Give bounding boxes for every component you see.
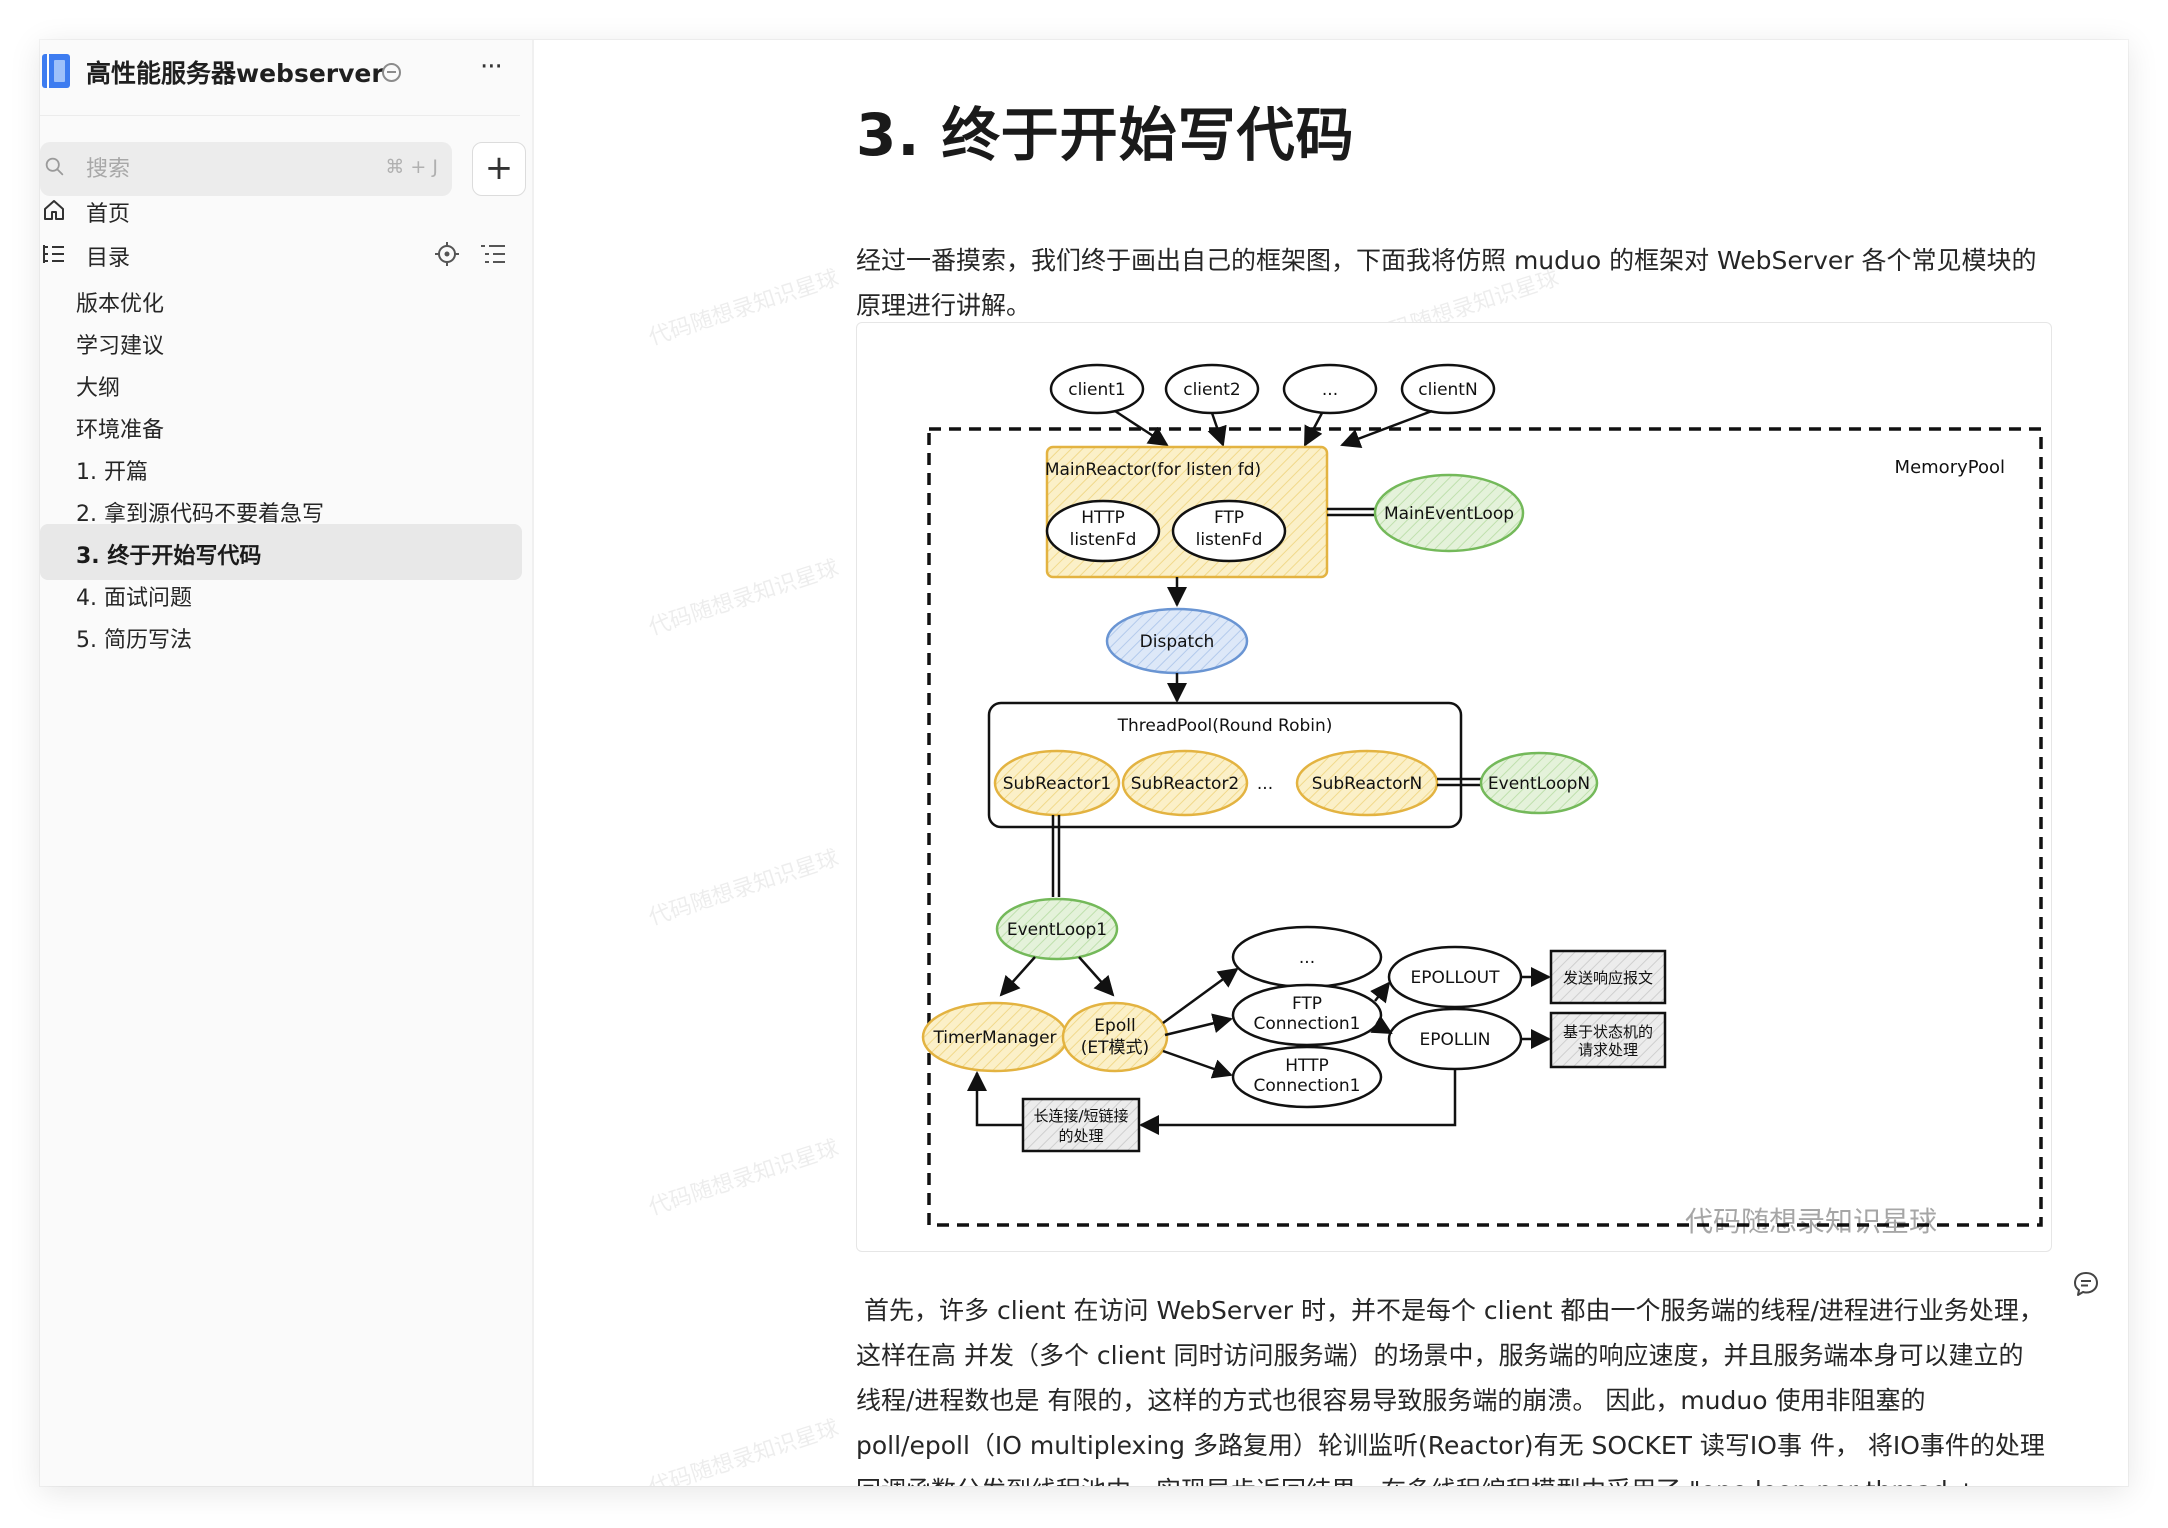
http-connection-label: Connection1 bbox=[1253, 1076, 1360, 1096]
event-loop-n-label: EventLoopN bbox=[1488, 774, 1590, 794]
sidebar-divider bbox=[532, 40, 534, 1486]
dispatch-label: Dispatch bbox=[1140, 632, 1215, 652]
toc-item-label: 环境准备 bbox=[76, 418, 165, 443]
nav-home[interactable]: 首页 bbox=[40, 182, 534, 238]
toc-item-label: 学习建议 bbox=[76, 334, 165, 359]
document-body: 代码随想录知识星球 代码随想录知识星球 代码随想录知识星球 代码随想录知识星球 … bbox=[534, 40, 2128, 1486]
search-shortcut: ⌘ + J bbox=[385, 156, 438, 178]
toc-item[interactable]: 1. 开篇 bbox=[40, 440, 522, 496]
toc-item-label: 版本优化 bbox=[76, 292, 165, 317]
toc-item-label: 2. 拿到源代码不要着急写 bbox=[76, 502, 324, 527]
svg-text:client2: client2 bbox=[1183, 380, 1241, 400]
memory-pool-border bbox=[927, 427, 2043, 1227]
ftp-connection-label: Connection1 bbox=[1253, 1014, 1360, 1034]
http-listen-label: HTTP bbox=[1081, 508, 1125, 528]
long-short-conn-label: 的处理 bbox=[1058, 1127, 1103, 1145]
send-response-box bbox=[1549, 949, 1667, 1005]
send-response-label: 发送响应报文 bbox=[1563, 969, 1653, 987]
outline-list-icon[interactable] bbox=[480, 242, 506, 266]
toc-item-label: 3. 终于开始写代码 bbox=[76, 544, 262, 569]
comment-icon[interactable] bbox=[2072, 1270, 2100, 1298]
book-title[interactable]: 高性能服务器webserver bbox=[86, 59, 384, 88]
toc-item[interactable]: 5. 简历写法 bbox=[40, 608, 522, 664]
thread-pool-label: ThreadPool(Round Robin) bbox=[1117, 716, 1333, 736]
body-paragraph: 首先，许多 client 在访问 WebServer 时，并不是每个 clien… bbox=[856, 1296, 2045, 1486]
state-machine-box bbox=[1549, 1011, 1667, 1069]
search-box[interactable]: ⌘ + J bbox=[40, 142, 452, 196]
sidebar-header: 高性能服务器webserver ··· bbox=[40, 40, 520, 116]
toc-item[interactable]: 版本优化 bbox=[40, 272, 522, 328]
toc-item-active[interactable]: 3. 终于开始写代码 bbox=[40, 524, 522, 580]
nav-toc[interactable]: 目录 bbox=[40, 226, 534, 282]
add-button[interactable]: + bbox=[472, 142, 526, 196]
toc-item-label: 4. 面试问题 bbox=[76, 586, 192, 611]
state-machine-label: 基于状态机的 bbox=[1563, 1023, 1653, 1041]
diagram-svg: MemoryPool client1 client2 ... clientN M… bbox=[921, 363, 2043, 1238]
watermark: 代码随想录知识星球 bbox=[645, 1135, 842, 1221]
client-node: ... bbox=[1282, 363, 1378, 415]
event-loop-1-label: EventLoop1 bbox=[1007, 920, 1107, 940]
search-icon bbox=[45, 157, 64, 176]
ftp-listen-label: FTP bbox=[1214, 508, 1244, 528]
http-listen-label: listenFd bbox=[1070, 530, 1137, 550]
search-input[interactable] bbox=[86, 142, 326, 196]
public-globe-icon bbox=[382, 63, 401, 82]
toc-item-label: 1. 开篇 bbox=[76, 460, 148, 485]
nav-toc-label: 目录 bbox=[86, 246, 131, 271]
connection-ellipsis: ... bbox=[1299, 948, 1315, 968]
more-options-button[interactable]: ··· bbox=[480, 52, 503, 82]
nav-home-label: 首页 bbox=[86, 202, 131, 227]
home-icon bbox=[44, 200, 64, 220]
long-short-conn-label: 长连接/短链接 bbox=[1033, 1107, 1128, 1125]
toc-item[interactable]: 环境准备 bbox=[40, 398, 522, 454]
book-icon bbox=[42, 54, 70, 88]
main-event-loop-label: MainEventLoop bbox=[1384, 504, 1514, 524]
watermark: 代码随想录知识星球 bbox=[645, 1415, 842, 1486]
timer-manager-label: TimerManager bbox=[932, 1028, 1056, 1048]
sub-reactor-label: SubReactorN bbox=[1312, 774, 1422, 794]
architecture-diagram: MemoryPool client1 client2 ... clientN M… bbox=[856, 322, 2052, 1252]
long-short-conn-box bbox=[1021, 1097, 1141, 1153]
watermark: 代码随想录知识星球 bbox=[645, 265, 842, 351]
intro-paragraph: 经过一番摸索，我们终于画出自己的框架图，下面我将仿照 muduo 的框架对 We… bbox=[856, 246, 2037, 320]
http-connection-label: HTTP bbox=[1285, 1056, 1329, 1076]
epollin-label: EPOLLIN bbox=[1419, 1030, 1490, 1050]
locate-icon[interactable] bbox=[434, 241, 460, 267]
state-machine-label: 请求处理 bbox=[1578, 1041, 1638, 1059]
ftp-connection-label: FTP bbox=[1292, 994, 1322, 1014]
toc-item-label: 5. 简历写法 bbox=[76, 628, 192, 653]
svg-text:clientN: clientN bbox=[1418, 380, 1477, 400]
watermark: 代码随想录知识星球 bbox=[645, 845, 842, 931]
sub-reactor-label: SubReactor2 bbox=[1131, 774, 1240, 794]
epoll-label: (ET模式) bbox=[1081, 1038, 1149, 1058]
toc-item[interactable]: 4. 面试问题 bbox=[40, 566, 522, 622]
main-reactor-label: MainReactor(for listen fd) bbox=[1045, 460, 1261, 480]
svg-text:...: ... bbox=[1322, 380, 1338, 400]
app-window: 高性能服务器webserver ··· ⌘ + J + 首页 bbox=[40, 40, 2128, 1486]
sub-reactor-label: SubReactor1 bbox=[1003, 774, 1112, 794]
toc-item[interactable]: 2. 拿到源代码不要着急写 bbox=[40, 482, 522, 538]
toc-item[interactable]: 学习建议 bbox=[40, 314, 522, 370]
client-node: client1 bbox=[1049, 363, 1145, 415]
svg-text:client1: client1 bbox=[1068, 380, 1126, 400]
epoll-label: Epoll bbox=[1094, 1016, 1135, 1036]
toc-icon bbox=[43, 245, 64, 263]
sub-reactor-ellipsis: ... bbox=[1257, 774, 1273, 794]
memory-pool-label: MemoryPool bbox=[1895, 457, 2005, 478]
client-node: clientN bbox=[1400, 363, 1496, 415]
watermark: 代码随想录知识星球 bbox=[645, 555, 842, 641]
client-node: client2 bbox=[1164, 363, 1260, 415]
diagram-watermark: 代码随想录知识星球 bbox=[1685, 1205, 1937, 1238]
toc-item-label: 大纲 bbox=[76, 376, 121, 401]
sidebar: 高性能服务器webserver ··· ⌘ + J + 首页 bbox=[40, 40, 534, 1486]
epollout-label: EPOLLOUT bbox=[1411, 968, 1501, 988]
page-title: 3. 终于开始写代码 bbox=[856, 101, 1355, 169]
toc-item[interactable]: 大纲 bbox=[40, 356, 522, 412]
ftp-listen-label: listenFd bbox=[1196, 530, 1263, 550]
